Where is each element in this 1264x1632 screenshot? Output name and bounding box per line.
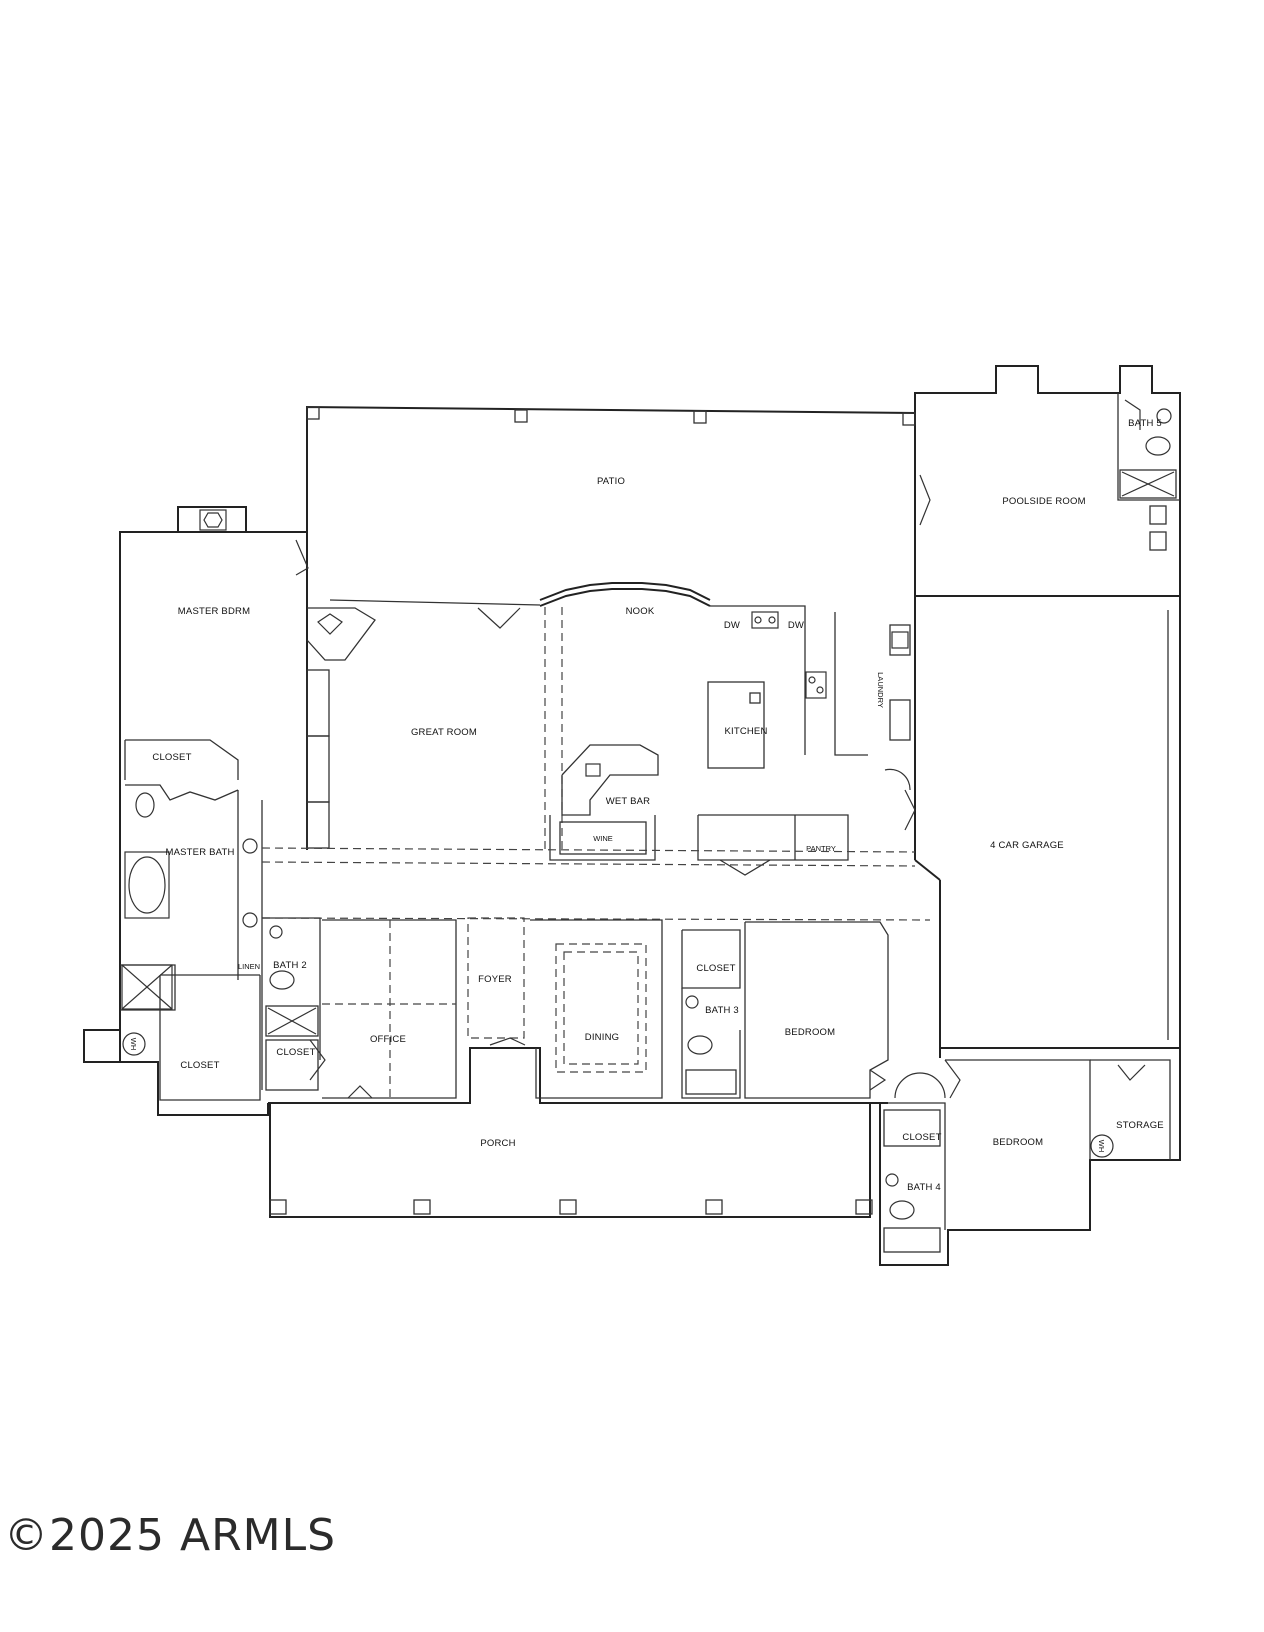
fixtures <box>121 408 1175 1220</box>
water-heater-icon <box>1090 1134 1114 1158</box>
doors <box>295 399 1146 1099</box>
label-closet-bath4: CLOSET <box>902 1132 941 1143</box>
label-closet-bath3: CLOSET <box>696 963 735 974</box>
interior-walls <box>120 393 1180 1253</box>
sink-icon <box>585 763 601 777</box>
range-icon <box>805 671 827 699</box>
sink-icon <box>885 1173 899 1187</box>
label-dining: DINING <box>585 1032 619 1043</box>
label-bedroom-2: BEDROOM <box>785 1027 836 1038</box>
label-porch: PORCH <box>480 1138 515 1149</box>
patio-columns <box>306 406 916 426</box>
label-closet-master-2: CLOSET <box>180 1060 219 1071</box>
label-bedroom-3: BEDROOM <box>993 1137 1044 1148</box>
label-master-bdrm: MASTER BDRM <box>178 606 250 617</box>
label-laundry: LAUNDRY <box>876 672 885 708</box>
room-labels: PATIO POOLSIDE ROOM BATH 5 MASTER BDRM N… <box>152 418 1163 1193</box>
label-master-bath: MASTER BATH <box>165 847 234 858</box>
watermark: ©2025 ARMLS <box>4 1510 337 1561</box>
label-kitchen: KITCHEN <box>724 726 767 737</box>
fixture-labels: DW DW WH WH <box>129 620 1106 1152</box>
label-wine: WINE <box>593 834 613 843</box>
water-heater-icon <box>122 1032 146 1056</box>
sink-icon <box>751 611 779 629</box>
toilet-icon <box>687 1035 713 1055</box>
label-water-heater-1: WH <box>129 1038 138 1051</box>
toilet-icon <box>135 792 155 818</box>
label-dw-right: DW <box>788 620 804 631</box>
label-bath-2: BATH 2 <box>273 960 307 971</box>
fireplace-icon <box>317 613 343 635</box>
label-bath-4: BATH 4 <box>907 1182 941 1193</box>
label-pantry: PANTRY <box>806 844 836 853</box>
label-patio: PATIO <box>597 476 625 487</box>
fireplace-icon <box>199 509 227 531</box>
nook-bay <box>539 582 711 607</box>
label-closet-master: CLOSET <box>152 752 191 763</box>
label-office: OFFICE <box>370 1034 406 1045</box>
toilet-icon <box>889 1200 915 1220</box>
label-bath-3: BATH 3 <box>705 1005 739 1016</box>
tub-icon <box>128 856 166 914</box>
exterior-walls <box>83 365 1181 1266</box>
label-bath-5: BATH 5 <box>1128 418 1162 429</box>
label-poolside-room: POOLSIDE ROOM <box>1002 496 1085 507</box>
sink-icon <box>685 995 699 1009</box>
toilet-icon <box>269 970 295 990</box>
label-linen: LINEN <box>238 962 260 971</box>
label-storage: STORAGE <box>1116 1120 1164 1131</box>
sink-icon <box>242 912 258 928</box>
sink-icon <box>242 838 258 854</box>
label-4-car-garage: 4 CAR GARAGE <box>990 840 1064 851</box>
toilet-icon <box>1145 436 1171 456</box>
label-great-room: GREAT ROOM <box>411 727 477 738</box>
label-nook: NOOK <box>626 606 655 617</box>
label-wet-bar: WET BAR <box>606 796 651 807</box>
sink-icon <box>1156 408 1172 424</box>
label-closet-office: CLOSET <box>276 1047 315 1058</box>
label-water-heater-2: WH <box>1097 1140 1106 1153</box>
shower-icon <box>121 964 173 1010</box>
porch-columns <box>269 1199 873 1215</box>
label-foyer: FOYER <box>478 974 512 985</box>
label-dw-left: DW <box>724 620 740 631</box>
sink-icon <box>269 925 283 939</box>
kitchen-island <box>707 681 765 769</box>
